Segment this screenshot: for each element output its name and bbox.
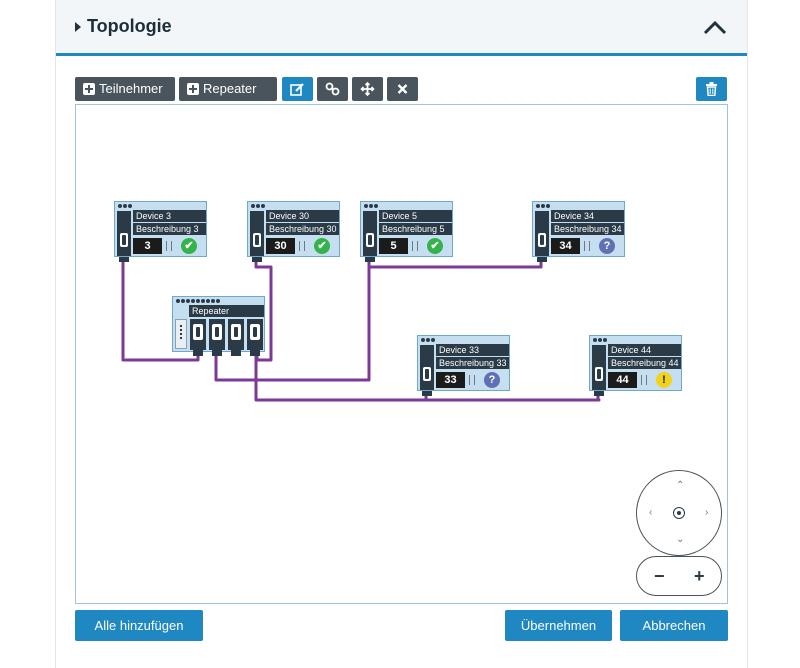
trash-icon bbox=[706, 82, 717, 96]
device-name: Device 33 bbox=[436, 344, 509, 356]
collapse-button[interactable] bbox=[701, 17, 729, 39]
device-name: Device 44 bbox=[608, 344, 681, 356]
port-icon bbox=[595, 367, 603, 381]
device-node[interactable]: Device 30 Beschreibung 30 30 ✔ bbox=[247, 201, 340, 262]
device-description: Beschreibung 3 bbox=[133, 223, 206, 235]
add-all-button[interactable]: Alle hinzufügen bbox=[75, 610, 203, 641]
move-button[interactable] bbox=[352, 77, 383, 101]
repeater-port[interactable] bbox=[209, 319, 225, 356]
device-description: Beschreibung 30 bbox=[266, 223, 339, 235]
port-icon bbox=[120, 233, 128, 247]
device-name: Device 5 bbox=[379, 210, 452, 222]
device-number: 33 bbox=[436, 372, 465, 388]
link-button[interactable] bbox=[317, 77, 348, 101]
device-number: 5 bbox=[379, 238, 408, 254]
repeater-port[interactable] bbox=[247, 319, 263, 356]
device-number: 30 bbox=[266, 238, 295, 254]
repeater-port[interactable] bbox=[190, 319, 206, 356]
wire-repeater-device5 bbox=[214, 257, 371, 382]
device-name: Device 34 bbox=[551, 210, 624, 222]
device-node[interactable]: Device 5 Beschreibung 5 5 ✔ bbox=[360, 201, 453, 262]
port-icon bbox=[231, 324, 241, 340]
close-icon bbox=[397, 84, 408, 94]
device-number: 44 bbox=[608, 372, 637, 388]
device-node[interactable]: Device 34 Beschreibung 34 34 ? bbox=[532, 201, 625, 262]
device-name: Device 3 bbox=[133, 210, 206, 222]
status-warning-icon: ! bbox=[656, 372, 672, 388]
zoom-in-button[interactable]: + bbox=[694, 566, 705, 586]
delete-connection-button[interactable] bbox=[387, 77, 418, 101]
add-participant-label: Teilnehmer bbox=[99, 81, 163, 96]
zoom-out-button[interactable]: − bbox=[654, 566, 665, 586]
device-node[interactable]: Device 33 Beschreibung 33 33 ? bbox=[417, 335, 510, 396]
device-description: Beschreibung 34 bbox=[551, 223, 624, 235]
apply-button[interactable]: Übernehmen bbox=[505, 610, 612, 641]
pan-right-icon[interactable]: › bbox=[705, 507, 709, 518]
add-repeater-button[interactable]: Repeater bbox=[179, 77, 277, 101]
port-icon bbox=[193, 324, 203, 340]
device-number: 3 bbox=[133, 238, 162, 254]
panel-title: Topologie bbox=[87, 16, 172, 36]
port-icon bbox=[250, 324, 260, 340]
pan-center-icon[interactable] bbox=[673, 507, 685, 519]
pan-down-icon[interactable]: ⌄ bbox=[676, 534, 685, 545]
device-name: Device 30 bbox=[266, 210, 339, 222]
port-icon bbox=[253, 233, 261, 247]
device-node[interactable]: Device 3 Beschreibung 3 3 ✔ bbox=[114, 201, 207, 262]
move-icon bbox=[360, 82, 375, 96]
device-description: Beschreibung 44 bbox=[608, 357, 681, 369]
device-description: Beschreibung 5 bbox=[379, 223, 452, 235]
plus-icon bbox=[187, 83, 199, 95]
zoom-control: − + bbox=[636, 556, 722, 596]
status-unknown-icon: ? bbox=[484, 372, 500, 388]
repeater-box bbox=[175, 319, 187, 349]
status-ok-icon: ✔ bbox=[427, 238, 443, 254]
repeater-port[interactable] bbox=[228, 319, 244, 356]
add-repeater-label: Repeater bbox=[203, 81, 257, 96]
pan-up-icon[interactable]: ⌃ bbox=[676, 480, 685, 491]
device-node[interactable]: Device 44 Beschreibung 44 44 ! bbox=[589, 335, 682, 396]
panel-header[interactable]: Topologie bbox=[56, 0, 747, 56]
topology-canvas[interactable]: Device 3 Beschreibung 3 3 ✔ Device 30 Be… bbox=[75, 104, 728, 604]
repeater-label: Repeater bbox=[189, 305, 264, 317]
wire-device5-device34 bbox=[367, 257, 543, 269]
port-icon bbox=[538, 233, 546, 247]
port-icon bbox=[212, 324, 222, 340]
port-icon bbox=[366, 233, 374, 247]
cancel-button[interactable]: Abbrechen bbox=[620, 610, 728, 641]
device-number: 34 bbox=[551, 238, 580, 254]
edit-icon bbox=[290, 83, 304, 96]
port-icon bbox=[423, 367, 431, 381]
status-ok-icon: ✔ bbox=[314, 238, 330, 254]
link-icon bbox=[325, 82, 340, 96]
pan-left-icon[interactable]: ‹ bbox=[649, 507, 653, 518]
edit-button[interactable] bbox=[282, 77, 313, 101]
delete-button[interactable] bbox=[696, 77, 727, 101]
caret-right-icon bbox=[75, 22, 81, 32]
chevron-up-icon bbox=[703, 20, 727, 35]
repeater-node[interactable]: Repeater bbox=[172, 296, 265, 356]
status-unknown-icon: ? bbox=[599, 238, 615, 254]
device-description: Beschreibung 33 bbox=[436, 357, 509, 369]
status-ok-icon: ✔ bbox=[181, 238, 197, 254]
plus-icon bbox=[83, 83, 95, 95]
add-participant-button[interactable]: Teilnehmer bbox=[75, 77, 175, 101]
pan-control[interactable]: ⌃ ⌄ ‹ › bbox=[636, 470, 722, 556]
